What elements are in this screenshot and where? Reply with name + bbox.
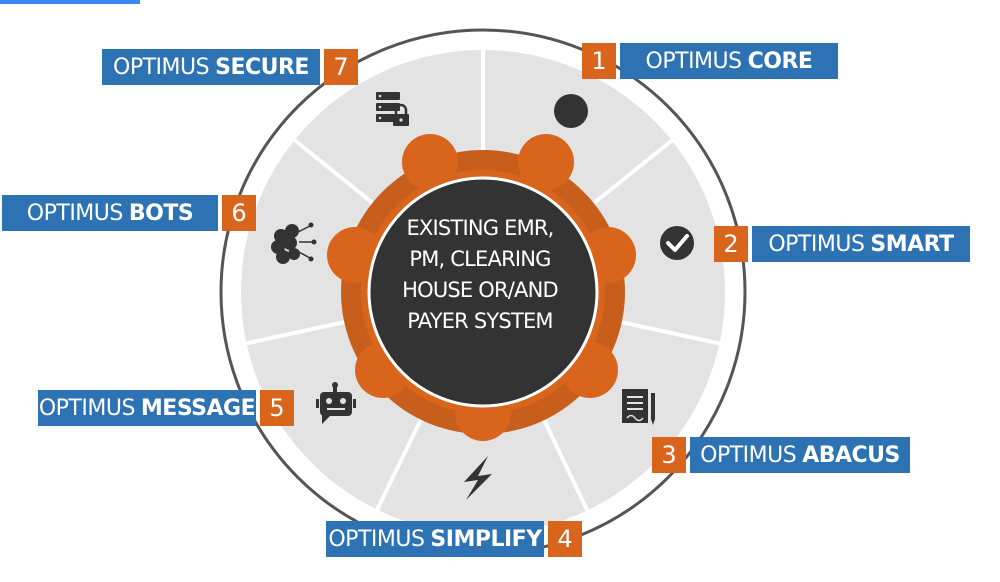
module-number: 1	[582, 43, 616, 79]
module-tab-abacus: 3 OPTIMUS ABACUS	[652, 437, 910, 473]
center-hub	[367, 176, 599, 408]
document-contract-icon	[622, 389, 655, 425]
center-line-3: HOUSE OR/AND	[402, 278, 559, 302]
module-label: OPTIMUS SECURE	[102, 49, 320, 85]
module-prefix: OPTIMUS	[113, 54, 210, 80]
module-tab-core: 1 OPTIMUS CORE	[582, 43, 838, 79]
module-label: OPTIMUS BOTS	[2, 195, 218, 231]
lightning-icon	[464, 456, 492, 500]
module-number: 3	[652, 437, 686, 473]
center-line-4: PAYER SYSTEM	[407, 309, 553, 333]
module-name: MESSAGE	[140, 395, 256, 421]
module-label: OPTIMUS MESSAGE	[38, 390, 256, 426]
module-tab-smart: 2 OPTIMUS SMART	[714, 226, 970, 262]
module-name: CORE	[747, 48, 813, 74]
module-prefix: OPTIMUS	[38, 395, 136, 421]
module-number: 7	[324, 49, 358, 85]
circle-icon	[554, 94, 588, 128]
center-label: EXISTING EMR, PM, CLEARING HOUSE OR/AND …	[380, 213, 580, 337]
module-label: OPTIMUS CORE	[620, 43, 838, 79]
module-name: BOTS	[128, 200, 194, 226]
module-prefix: OPTIMUS	[328, 526, 425, 552]
center-line-2: PM, CLEARING	[409, 247, 551, 271]
module-label: OPTIMUS SIMPLIFY	[326, 521, 544, 557]
module-number: 4	[548, 521, 582, 557]
module-tab-simplify: OPTIMUS SIMPLIFY 4	[326, 521, 582, 557]
module-prefix: OPTIMUS	[700, 442, 797, 468]
module-tab-secure: OPTIMUS SECURE 7	[102, 49, 358, 85]
module-tab-bots: OPTIMUS BOTS 6	[2, 195, 256, 231]
module-tab-message: OPTIMUS MESSAGE 5	[38, 390, 294, 426]
module-name: SIMPLIFY	[430, 526, 542, 552]
module-number: 2	[714, 226, 748, 262]
server-lock-icon	[376, 92, 409, 126]
module-name: ABACUS	[802, 442, 900, 468]
center-line-1: EXISTING EMR,	[406, 216, 554, 240]
module-label: OPTIMUS ABACUS	[690, 437, 910, 473]
module-prefix: OPTIMUS	[768, 231, 865, 257]
module-label: OPTIMUS SMART	[752, 226, 970, 262]
module-number: 6	[222, 195, 256, 231]
module-prefix: OPTIMUS	[26, 200, 124, 226]
module-name: SMART	[870, 231, 954, 257]
brain-circuit-icon	[271, 222, 317, 264]
module-prefix: OPTIMUS	[645, 48, 743, 74]
module-name: SECURE	[215, 54, 309, 80]
top-accent-strip	[0, 0, 140, 4]
chatbot-icon	[316, 382, 356, 424]
check-circle-icon	[660, 226, 694, 260]
module-number: 5	[260, 390, 294, 426]
